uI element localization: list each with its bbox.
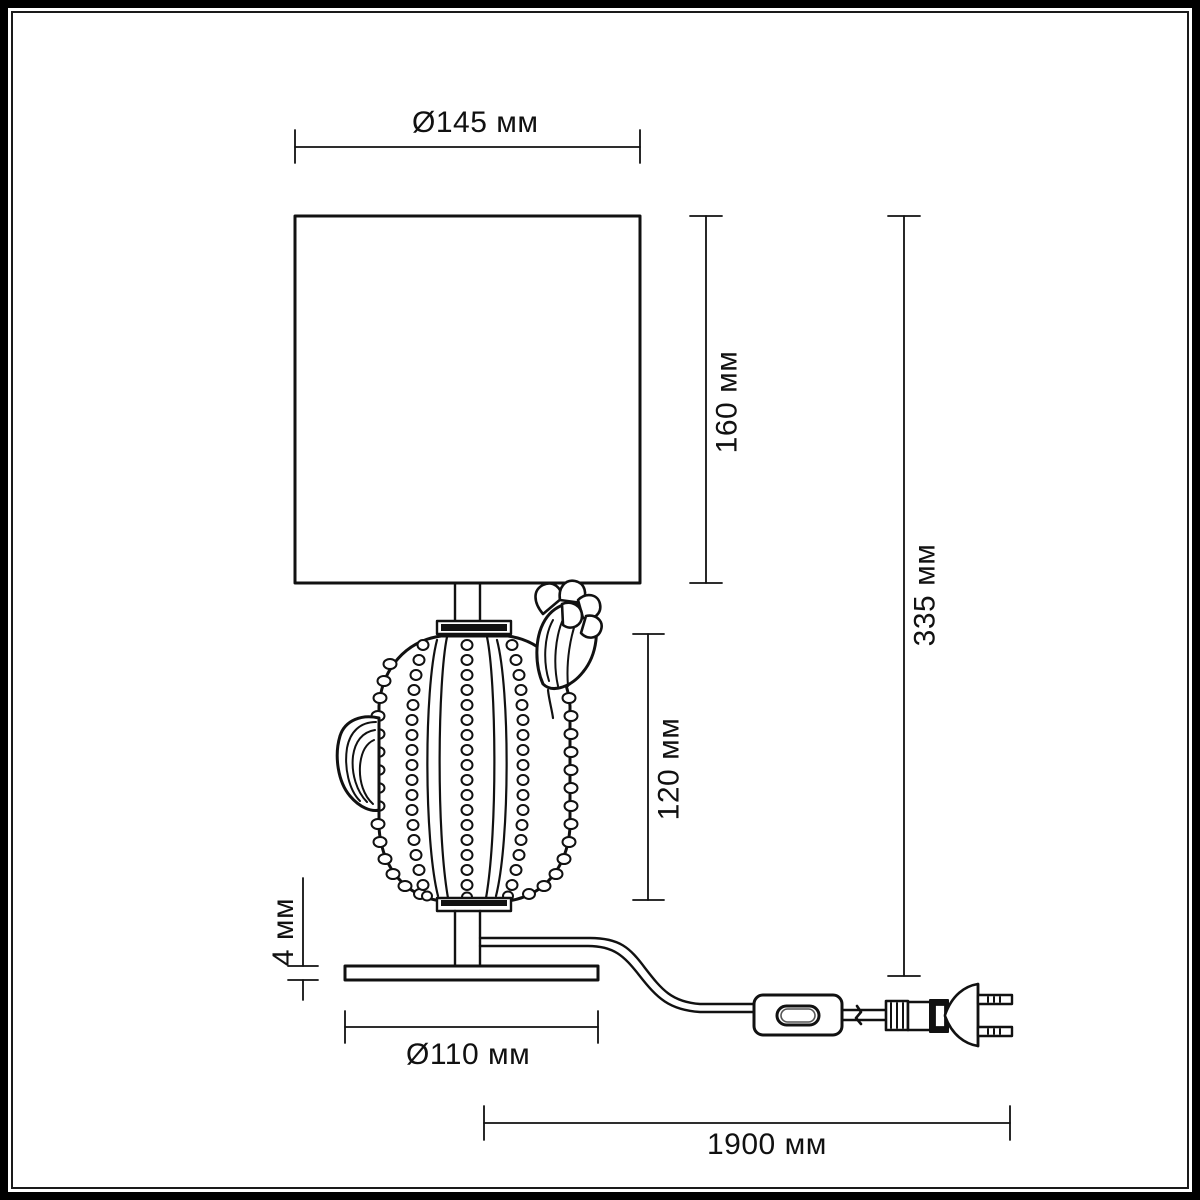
sheet-frame-inner [11,11,1189,1189]
inline-rocker-switch [752,993,844,1037]
dimension-shade-height [689,215,723,584]
glass-body-top-collar [435,619,513,636]
dimension-label-body-height: 120 мм [652,717,686,821]
lampshade [293,214,642,585]
glass-body-bottom-collar [435,896,513,913]
cactus-bead-rib-left [405,639,433,902]
dimension-cord-length [483,1105,1011,1141]
dimension-base-diameter [344,1010,599,1044]
cactus-bead-rib-right [502,639,530,902]
dimension-label-shade-diameter: Ø145 мм [412,106,539,139]
cactus-lobe-lines [426,635,508,900]
cactus-beads-edge-right [522,658,579,900]
dimension-body-height [632,633,665,901]
dimension-label-cord-length: 1900 мм [707,1128,827,1161]
dimension-total-height [887,215,921,977]
dimension-label-total-height: 335 мм [908,543,942,647]
dimension-label-base-thickness: 4 мм [267,897,301,967]
dimension-shade-diameter [294,129,641,164]
base-plate [343,964,600,982]
dimension-base-thickness [287,877,319,1001]
euro-two-pin-plug [884,982,1014,1048]
cactus-bead-rib-center [460,639,474,903]
center-stem-lower [453,909,482,968]
cactus-flower-bud [534,579,603,720]
dimension-label-base-diameter: Ø110 мм [406,1038,531,1071]
center-stem-upper [453,581,482,627]
dimension-label-shade-height: 160 мм [710,350,744,454]
power-cord [478,936,762,1014]
power-cord-to-plug [840,1004,890,1026]
cactus-left-arm [335,715,381,812]
